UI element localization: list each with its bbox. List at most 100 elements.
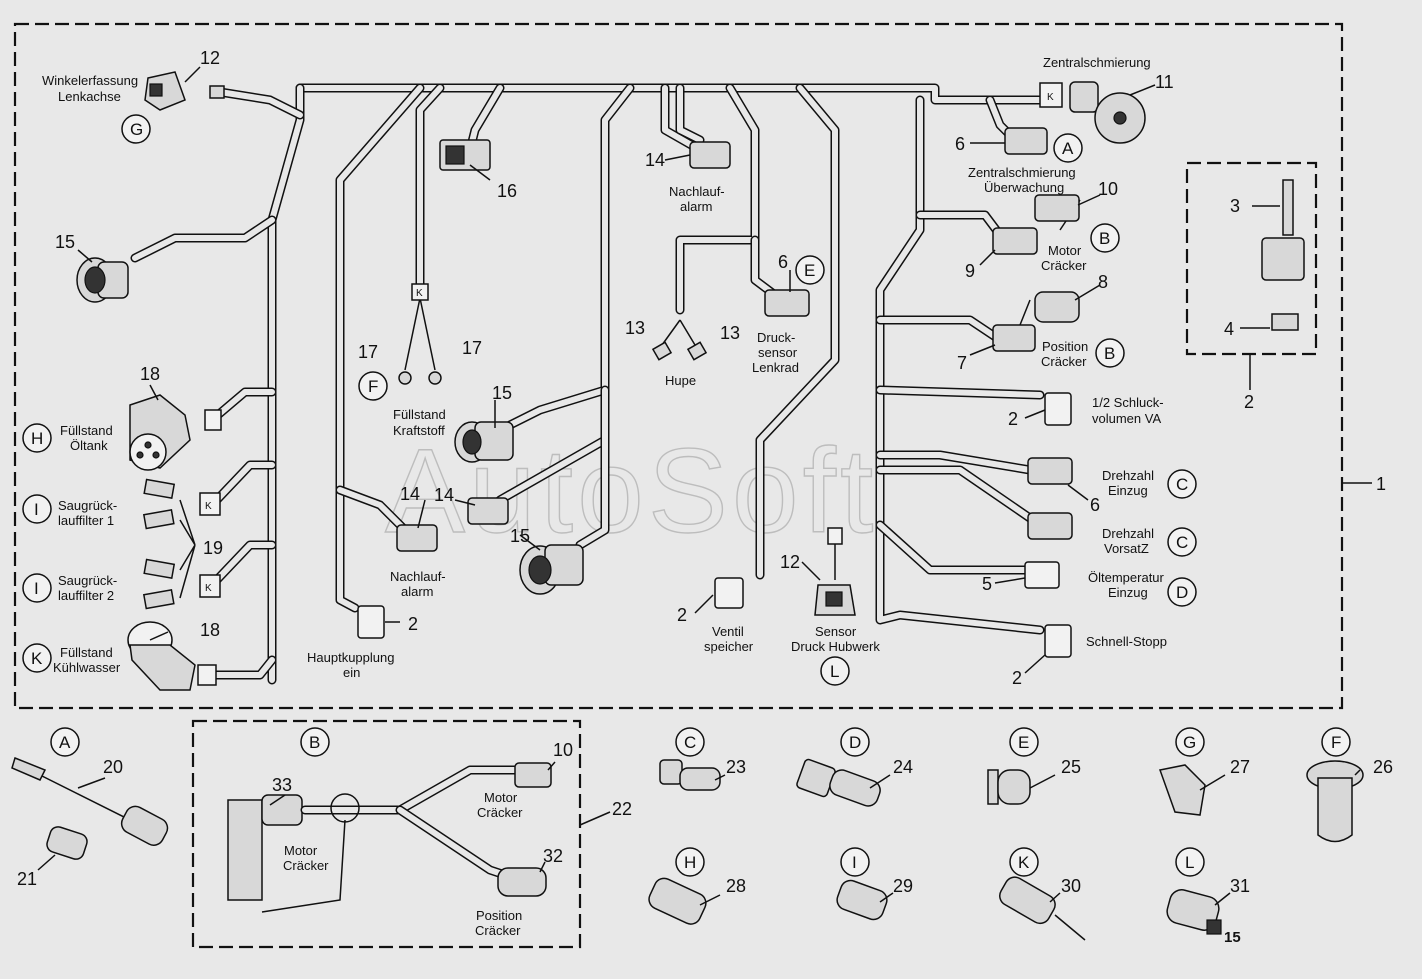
sensor-23 (659, 759, 721, 791)
letter-I: I (34, 579, 39, 598)
k-marks: K K K K (205, 92, 1054, 594)
callout-12: 12 (780, 552, 800, 572)
svg-text:Nachlauf-: Nachlauf- (669, 184, 725, 199)
callout-10: 10 (553, 740, 573, 760)
svg-text:K: K (1047, 92, 1054, 103)
sensor-25 (987, 769, 1031, 805)
part-20-cable (11, 756, 169, 846)
svg-text:Saugrück-: Saugrück- (58, 573, 117, 588)
letter-I: I (34, 500, 39, 519)
svg-text:Cräcker: Cräcker (475, 923, 521, 938)
callout-18: 18 (140, 364, 160, 384)
zentralschmierung-connector-11 (1039, 81, 1146, 144)
svg-text:Sensor: Sensor (815, 624, 857, 639)
callout-20: 20 (103, 757, 123, 777)
sensor-31 (1166, 889, 1222, 935)
svg-text:1/2 Schluck-: 1/2 Schluck- (1092, 395, 1164, 410)
svg-text:Cräcker: Cräcker (477, 805, 523, 820)
svg-text:VorsatZ: VorsatZ (1104, 541, 1149, 556)
callout-27: 27 (1230, 757, 1250, 777)
svg-text:Lenkrad: Lenkrad (752, 360, 799, 375)
letter-G: G (130, 120, 143, 139)
callout-14: 14 (645, 150, 665, 170)
svg-text:Position: Position (476, 908, 522, 923)
letter-I: I (852, 853, 857, 872)
callout-numbers: 12 15 18 19 18 16 17 17 15 14 14 15 2 14… (17, 48, 1393, 946)
svg-text:Position: Position (1042, 339, 1088, 354)
reference-circles (22, 114, 1351, 877)
svg-text:Füllstand: Füllstand (393, 407, 446, 422)
nachlauf-connectors-14 (396, 141, 731, 552)
callout-13: 13 (720, 323, 740, 343)
callout-6: 6 (778, 252, 788, 272)
letter-H: H (684, 853, 696, 872)
callout-28: 28 (726, 876, 746, 896)
svg-text:Saugrück-: Saugrück- (58, 498, 117, 513)
callout-14: 14 (434, 485, 454, 505)
letter-E: E (1018, 733, 1029, 752)
callout-2: 2 (1008, 409, 1018, 429)
callout-31: 31 (1230, 876, 1250, 896)
svg-text:Hauptkupplung: Hauptkupplung (307, 650, 394, 665)
level-sensor-18-oel (129, 394, 222, 471)
callout-14: 14 (400, 484, 420, 504)
svg-text:Drehzahl: Drehzahl (1102, 468, 1154, 483)
subharness-b-frame (191, 719, 582, 949)
svg-text:Hupe: Hupe (665, 373, 696, 388)
svg-text:speicher: speicher (704, 639, 754, 654)
letter-E: E (804, 261, 815, 280)
svg-text:Einzug: Einzug (1108, 483, 1148, 498)
kit-2-parts (1261, 179, 1305, 331)
letter-C: C (1176, 533, 1188, 552)
svg-text:Cräcker: Cräcker (283, 858, 329, 873)
hauptkupplung-connector-2 (357, 605, 385, 639)
callout-26: 26 (1373, 757, 1393, 777)
callout-16: 16 (497, 181, 517, 201)
letter-D: D (849, 733, 861, 752)
sensor-27 (1159, 764, 1206, 816)
callout-17: 17 (462, 338, 482, 358)
letter-F: F (1331, 733, 1341, 752)
callout-23: 23 (726, 757, 746, 777)
callout-32: 32 (543, 846, 563, 866)
callout-7: 7 (957, 353, 967, 373)
callout-2: 2 (677, 605, 687, 625)
leader-lines (37, 66, 1372, 906)
angle-sensor-connector (144, 71, 225, 111)
svg-text:Cräcker: Cräcker (1041, 354, 1087, 369)
svg-text:ein: ein (343, 665, 360, 680)
callout-12: 12 (200, 48, 220, 68)
callout-17: 17 (358, 342, 378, 362)
page-mark: 15 (1224, 929, 1241, 946)
svg-text:Kühlwasser: Kühlwasser (53, 660, 121, 675)
sensor-30 (999, 876, 1086, 941)
svg-text:Motor: Motor (1048, 243, 1082, 258)
letter-C: C (684, 733, 696, 752)
callout-9: 9 (965, 261, 975, 281)
svg-text:alarm: alarm (401, 584, 434, 599)
svg-text:Ventil: Ventil (712, 624, 744, 639)
letter-B: B (1104, 344, 1115, 363)
svg-text:Überwachung: Überwachung (984, 180, 1064, 195)
part-26 (1306, 760, 1364, 843)
svg-text:Einzug: Einzug (1108, 585, 1148, 600)
svg-text:Nachlauf-: Nachlauf- (390, 569, 446, 584)
hubwerk-sensor-12 (814, 527, 856, 616)
svg-text:Zentralschmierung: Zentralschmierung (1043, 55, 1151, 70)
letter-F: F (368, 377, 378, 396)
right-connectors (992, 127, 1080, 658)
callout-11: 11 (1155, 72, 1174, 92)
callout-33: 33 (272, 775, 292, 795)
callout-4: 4 (1224, 319, 1234, 339)
callout-24: 24 (893, 757, 913, 777)
letter-L: L (1185, 853, 1194, 872)
letter-K: K (1018, 853, 1030, 872)
part-21 (46, 826, 88, 860)
callout-21: 21 (17, 869, 37, 889)
sensor-24 (796, 758, 881, 807)
callout-22: 22 (612, 799, 632, 819)
letter-B: B (309, 733, 320, 752)
callout-13: 13 (625, 318, 645, 338)
callout-19: 19 (203, 538, 223, 558)
svg-text:Motor: Motor (284, 843, 318, 858)
